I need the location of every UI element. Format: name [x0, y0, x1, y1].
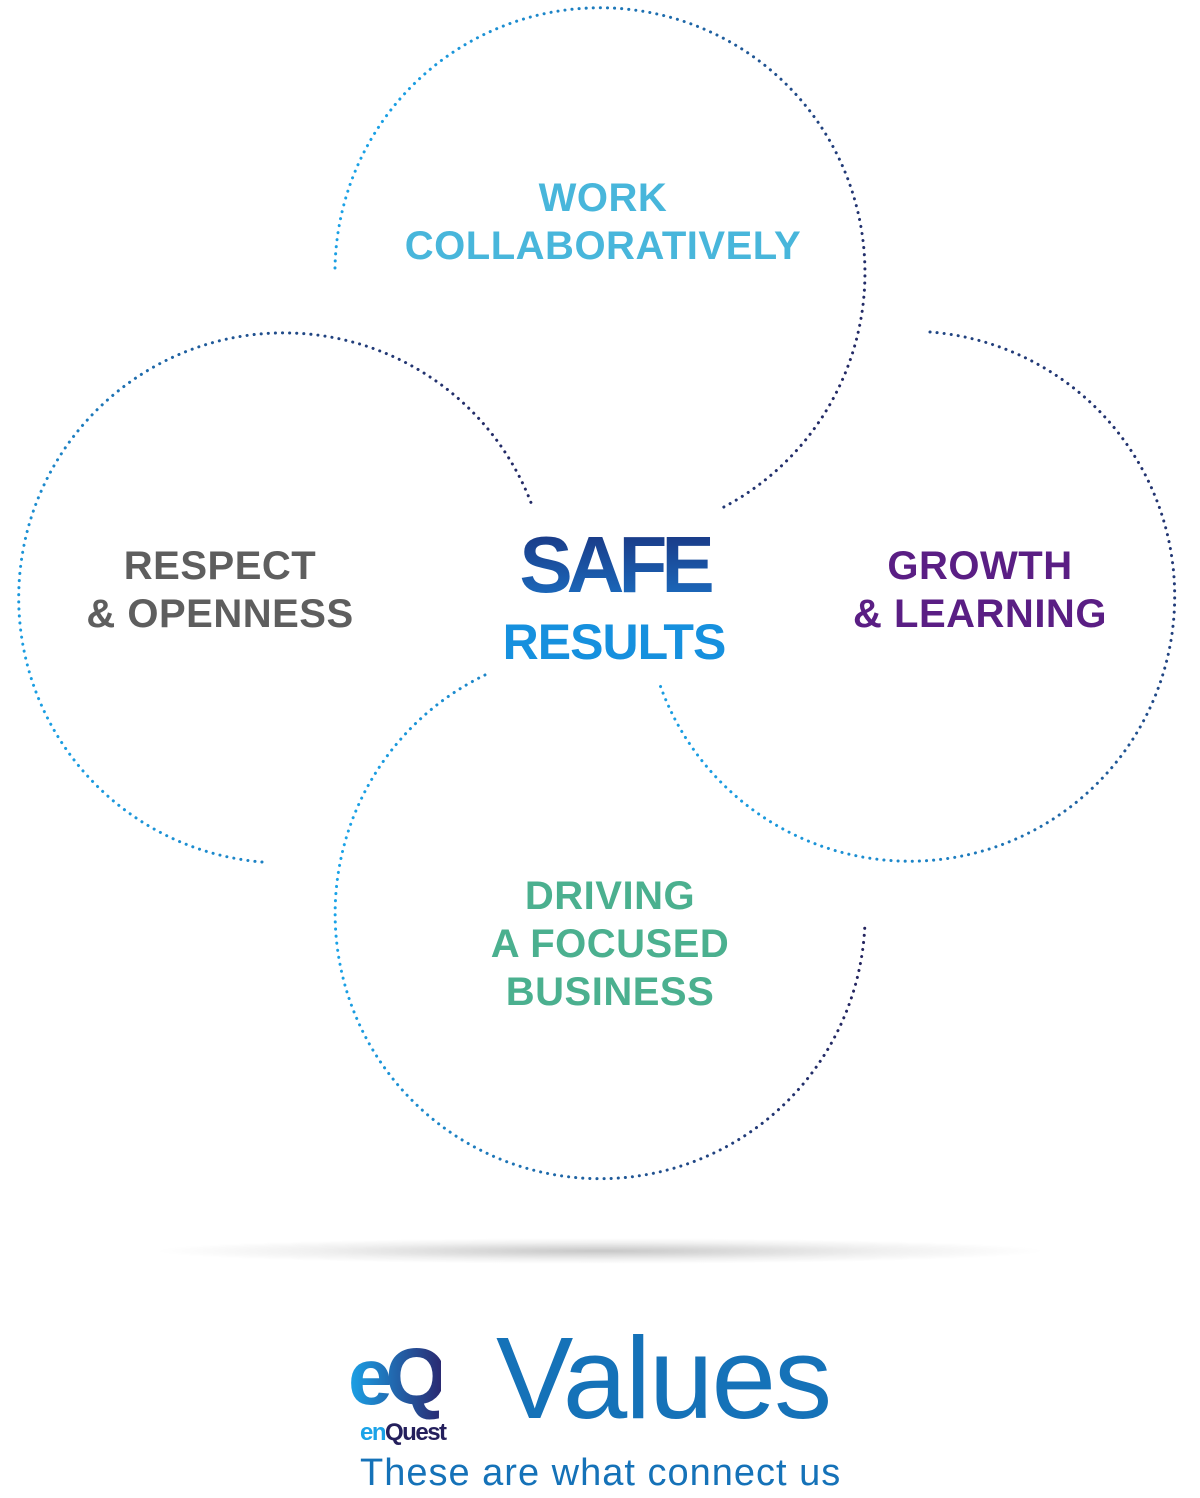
- logo-wordmark: enQuest: [360, 1418, 447, 1448]
- label-line: COLLABORATIVELY: [404, 224, 802, 268]
- label-line: RESPECT: [123, 544, 317, 588]
- enquest-logo: eQ enQuest: [348, 1330, 488, 1448]
- ring-bottom: [333, 673, 867, 1181]
- safe-text: SAFE: [488, 518, 740, 612]
- value-driving-focused-business: DRIVING A FOCUSED BUSINESS: [470, 872, 750, 1016]
- value-work-collaboratively: WORK COLLABORATIVELY: [388, 174, 818, 270]
- results-text: RESULTS: [502, 614, 727, 670]
- ring-right: [658, 330, 1177, 863]
- logo-quest: Quest: [385, 1419, 447, 1446]
- logo-mark: eQ: [348, 1330, 448, 1424]
- safe-results-center: SAFE RESULTS: [488, 518, 740, 672]
- ring-left: [17, 331, 535, 864]
- label-line: & OPENNESS: [86, 592, 354, 636]
- ring-top: [333, 6, 867, 510]
- label-line: A FOCUSED: [490, 922, 730, 966]
- label-line: BUSINESS: [505, 970, 715, 1014]
- label-line: GROWTH: [887, 544, 1073, 588]
- tagline: These are what connect us: [360, 1452, 842, 1494]
- value-growth-learning: GROWTH & LEARNING: [830, 542, 1130, 638]
- label-line: DRIVING: [524, 874, 696, 918]
- shadow-divider: [150, 1238, 1050, 1264]
- label-line: & LEARNING: [853, 592, 1107, 636]
- values-title: Values: [496, 1313, 832, 1443]
- label-line: WORK: [538, 176, 668, 220]
- logo-en: en: [360, 1419, 387, 1446]
- value-respect-openness: RESPECT & OPENNESS: [70, 542, 370, 638]
